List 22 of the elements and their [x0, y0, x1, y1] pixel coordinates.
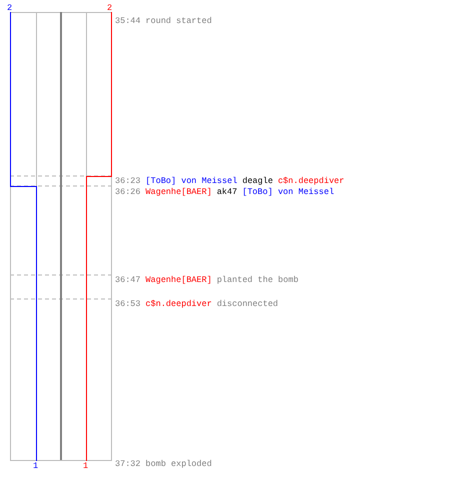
timestamp: 36:23 — [115, 176, 141, 186]
event-text: bomb exploded — [146, 459, 212, 469]
weapon-name: deagle — [242, 176, 273, 186]
player-name: Wagenhe[BAER] — [146, 187, 212, 197]
player-name: c$n.deepdiver — [146, 299, 212, 309]
count-label: 1 — [83, 461, 88, 471]
timestamp: 36:26 — [115, 187, 141, 197]
player-name: [ToBo] von Meissel — [242, 187, 334, 197]
weapon-name: ak47 — [216, 187, 238, 197]
player-name: [ToBo] von Meissel — [146, 176, 238, 186]
count-label: 2 — [7, 3, 12, 13]
event-text: planted the bomb — [216, 275, 298, 285]
timestamp: 35:44 — [115, 16, 141, 26]
player-name: c$n.deepdiver — [278, 176, 344, 186]
player-name: Wagenhe[BAER] — [146, 275, 212, 285]
event-text: round started — [146, 16, 212, 26]
count-label: 1 — [33, 461, 38, 471]
timestamp: 36:53 — [115, 299, 141, 309]
count-label: 2 — [107, 3, 112, 13]
timestamp: 36:47 — [115, 275, 141, 285]
timestamp: 37:32 — [115, 459, 141, 469]
event-text: disconnected — [216, 299, 278, 309]
